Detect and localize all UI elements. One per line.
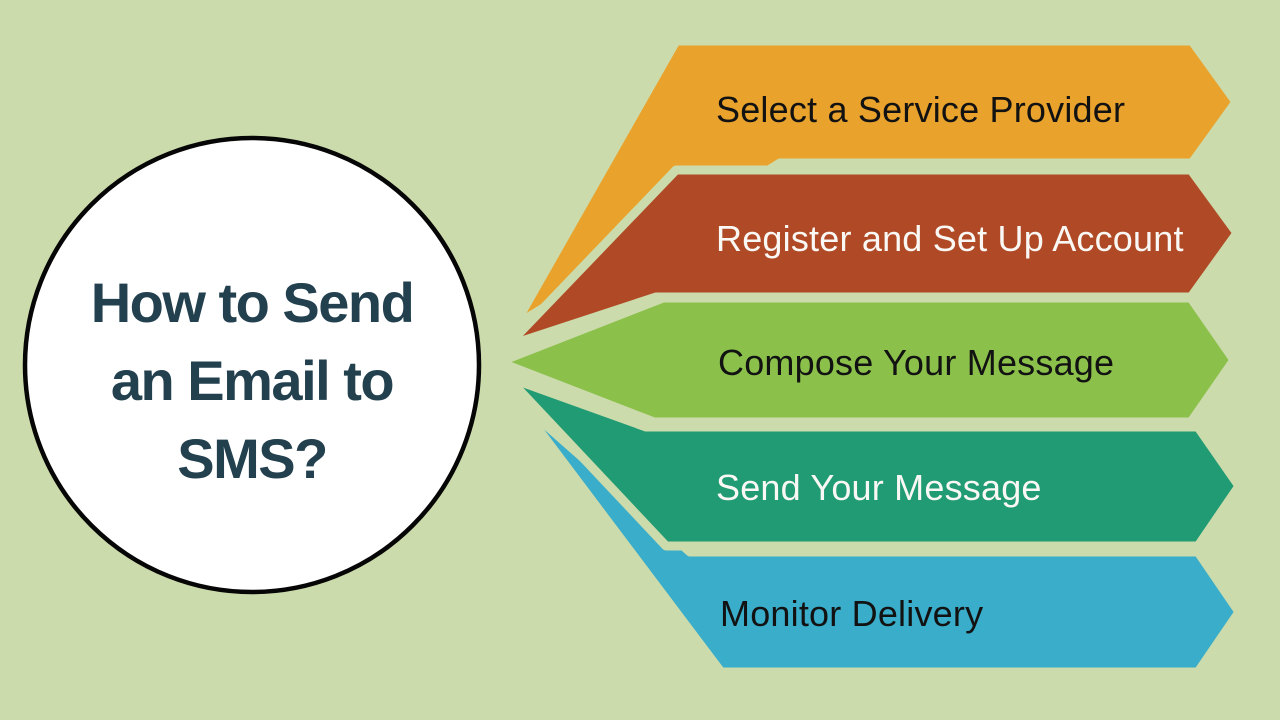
step-banner-5 xyxy=(509,392,1244,677)
step-banner-1 xyxy=(509,36,1241,331)
title-line-1: How to Send xyxy=(91,271,414,334)
step-arrow-shape-4 xyxy=(502,372,1244,551)
title-line-2: an Email to xyxy=(111,349,394,412)
title-circle xyxy=(22,135,482,595)
step-label-2: Register and Set Up Account xyxy=(716,218,1184,259)
step-label-1: Select a Service Provider xyxy=(716,89,1125,130)
step-label-3: Compose Your Message xyxy=(718,342,1114,383)
step-arrow-shape-1 xyxy=(509,36,1241,331)
step-label-5: Monitor Delivery xyxy=(720,593,983,634)
step-banner-3 xyxy=(494,293,1239,427)
step-arrow-shape-5 xyxy=(509,392,1244,677)
steps-group: Select a Service Provider Register and S… xyxy=(494,36,1244,677)
title-line-3: SMS? xyxy=(177,427,327,490)
step-label-4: Send Your Message xyxy=(716,467,1042,508)
title-group: How to Send an Email to SMS? xyxy=(22,135,482,595)
step-arrow-shape-3 xyxy=(494,293,1239,427)
step-banner-4 xyxy=(502,372,1244,551)
